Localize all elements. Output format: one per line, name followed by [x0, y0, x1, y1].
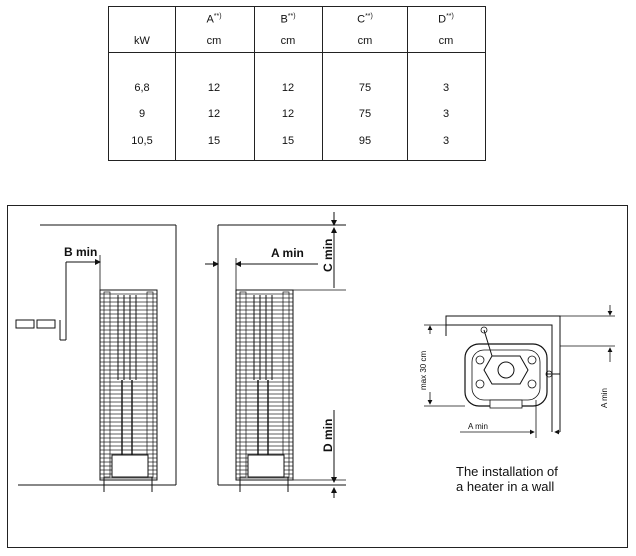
cell-row2-a: 12	[207, 108, 221, 120]
cell-row1-b: 12	[281, 82, 295, 94]
unit-d: cm	[438, 35, 454, 47]
table-header-divider	[109, 52, 485, 53]
cell-row3-a: 15	[207, 135, 221, 147]
header-a: A**)	[206, 13, 222, 26]
table-column-divider	[322, 7, 323, 160]
cell-row3-c: 95	[358, 135, 372, 147]
cell-row2-b: 12	[281, 108, 295, 120]
heater-side-view-right	[205, 212, 346, 498]
cell-row3-d: 3	[442, 135, 450, 147]
unit-a: cm	[206, 35, 222, 47]
cell-row3-b: 15	[281, 135, 295, 147]
cell-row1-a: 12	[207, 82, 221, 94]
cell-row1-kw: 6,8	[134, 82, 150, 94]
heater-wall-top-view	[424, 305, 615, 438]
unit-kw: kW	[134, 35, 150, 47]
table-column-divider	[407, 7, 408, 160]
heater-side-view-left	[15, 224, 177, 492]
caption-line-2: a heater in a wall	[456, 479, 555, 494]
cell-row2-kw: 9	[138, 108, 146, 120]
specification-table: A**) B**) C**) D**) kW cm cm cm cm 6,8 1…	[108, 6, 486, 161]
cell-row2-d: 3	[442, 108, 450, 120]
header-d: D**)	[438, 13, 454, 26]
label-d-min: D min	[321, 419, 335, 452]
installation-drawing-frame	[7, 205, 628, 548]
header-b: B**)	[280, 13, 296, 26]
header-c: C**)	[357, 13, 373, 26]
cell-row1-c: 75	[358, 82, 372, 94]
table-column-divider	[254, 7, 255, 160]
cell-row1-d: 3	[442, 82, 450, 94]
unit-c: cm	[357, 35, 373, 47]
table-column-divider	[175, 7, 176, 160]
unit-b: cm	[280, 35, 296, 47]
label-a-min: A min	[271, 246, 304, 260]
cell-row2-c: 75	[358, 108, 372, 120]
label-b-min: B min	[64, 245, 97, 259]
caption-line-1: The installation of	[456, 464, 558, 479]
label-max-30: max 30 cm	[419, 351, 428, 390]
label-a-min-vertical: A min	[600, 388, 609, 408]
cell-row3-kw: 10,5	[131, 135, 153, 147]
installation-caption: The installation of a heater in a wall	[456, 464, 626, 494]
label-c-min: C min	[321, 239, 335, 272]
label-a-min-top-view: A min	[468, 422, 488, 431]
